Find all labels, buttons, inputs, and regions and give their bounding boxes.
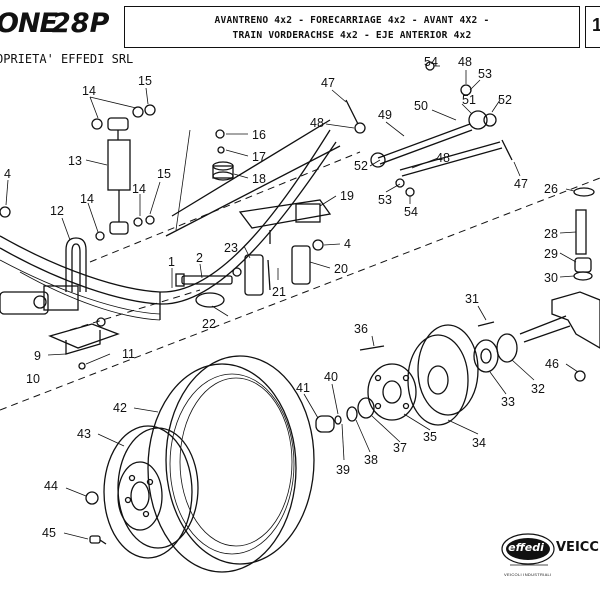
- logo-tagline: VEICOLI INDUSTRIALI: [504, 572, 552, 577]
- callout-10: 10: [26, 372, 40, 386]
- callout-48: 48: [436, 151, 450, 165]
- leader-lines: [5, 65, 579, 540]
- callout-40: 40: [324, 370, 338, 384]
- company-name: VEICC: [556, 540, 599, 555]
- title-box: AVANTRENO 4x2 - FORECARRIAGE 4x2 - AVANT…: [124, 6, 580, 48]
- mounting-bracket: [48, 317, 120, 370]
- callout-53: 53: [478, 67, 492, 81]
- tyre: [147, 355, 315, 573]
- spring-eye-bracket: [0, 285, 79, 315]
- callout-43: 43: [77, 427, 91, 441]
- small-nuts: [0, 104, 324, 251]
- callout-18: 18: [252, 172, 266, 186]
- callout-labels: 4 15 14 13 14 15 16 17 18 14 12 1 2 23 1…: [4, 55, 559, 540]
- bearings: [315, 321, 518, 433]
- callout-13: 13: [68, 154, 82, 168]
- callout-14: 14: [82, 84, 96, 98]
- callout-53: 53: [378, 193, 392, 207]
- callout-33: 33: [501, 395, 515, 409]
- wheel-nut-and-valve: [85, 491, 107, 545]
- callout-34: 34: [472, 436, 486, 450]
- callout-47: 47: [321, 76, 335, 90]
- brake-drum: [407, 324, 479, 426]
- callout-49: 49: [378, 108, 392, 122]
- shock-absorber: [107, 117, 131, 235]
- callout-15: 15: [138, 74, 152, 88]
- callout-41: 41: [296, 381, 310, 395]
- callout-54: 54: [424, 55, 438, 69]
- callout-39: 39: [336, 463, 350, 477]
- callout-19: 19: [340, 189, 354, 203]
- callout-30: 30: [544, 271, 558, 285]
- callout-14: 14: [80, 192, 94, 206]
- bump-stop: [212, 161, 234, 181]
- callout-44: 44: [44, 479, 58, 493]
- callout-52: 52: [354, 159, 368, 173]
- ownership-notice: OPRIETA' EFFEDI SRL: [0, 52, 134, 66]
- callout-48: 48: [310, 116, 324, 130]
- title-line-2: TRAIN VORDERACHSE 4x2 - EJE ANTERIOR 4x2: [232, 30, 472, 41]
- callout-47: 47: [514, 177, 528, 191]
- page-ref-box: 1: [585, 6, 600, 48]
- callout-48: 48: [458, 55, 472, 69]
- callout-9: 9: [34, 349, 41, 363]
- callout-26: 26: [544, 182, 558, 196]
- callout-21: 21: [272, 285, 286, 299]
- callout-46: 46: [545, 357, 559, 371]
- callout-17: 17: [252, 150, 266, 164]
- callout-31: 31: [465, 292, 479, 306]
- callout-22: 22: [202, 317, 216, 331]
- axis-line-lower: [0, 177, 600, 411]
- callout-4: 4: [344, 237, 351, 251]
- bolt-2: [175, 273, 233, 287]
- callout-15: 15: [157, 167, 171, 181]
- brand-logo-text: ONE: [0, 8, 58, 39]
- callout-50: 50: [414, 99, 428, 113]
- callout-20: 20: [334, 262, 348, 276]
- effedi-logo: [501, 533, 555, 566]
- page-ref: 1: [592, 15, 600, 35]
- callout-36: 36: [354, 322, 368, 336]
- callout-16: 16: [252, 128, 266, 142]
- callout-32: 32: [531, 382, 545, 396]
- callout-52: 52: [498, 93, 512, 107]
- tie-rod-assembly: [345, 61, 513, 197]
- callout-23: 23: [224, 241, 238, 255]
- axis-line-upper: [89, 151, 361, 263]
- callout-11: 11: [122, 347, 135, 361]
- u-bolt: [65, 237, 87, 292]
- callout-54: 54: [404, 205, 418, 219]
- callout-4: 4: [4, 167, 11, 181]
- callout-51: 51: [462, 93, 476, 107]
- callout-35: 35: [423, 430, 437, 444]
- model-number: 28P: [52, 8, 110, 39]
- callout-42: 42: [113, 401, 127, 415]
- callout-28: 28: [544, 227, 558, 241]
- callout-38: 38: [364, 453, 378, 467]
- callout-45: 45: [42, 526, 56, 540]
- frame-member: [165, 119, 341, 237]
- bushing: [195, 292, 225, 308]
- leaf-spring: [0, 129, 337, 321]
- wheel-rim: [103, 425, 199, 559]
- callout-14: 14: [132, 182, 146, 196]
- wheel-hub: [367, 363, 417, 421]
- callout-12: 12: [50, 204, 64, 218]
- shackle-plates: [232, 245, 311, 296]
- callout-29: 29: [544, 247, 558, 261]
- title-line-1: AVANTRENO 4x2 - FORECARRIAGE 4x2 - AVANT…: [214, 15, 490, 26]
- logo-wordmark: effedi: [508, 541, 544, 554]
- king-pin-parts: [573, 187, 595, 281]
- steering-knuckle: [519, 291, 600, 382]
- spring-hanger: [238, 199, 332, 244]
- callout-2: 2: [196, 251, 203, 265]
- callout-1: 1: [168, 255, 175, 269]
- axis-line-bolt: [69, 289, 201, 331]
- callout-37: 37: [393, 441, 407, 455]
